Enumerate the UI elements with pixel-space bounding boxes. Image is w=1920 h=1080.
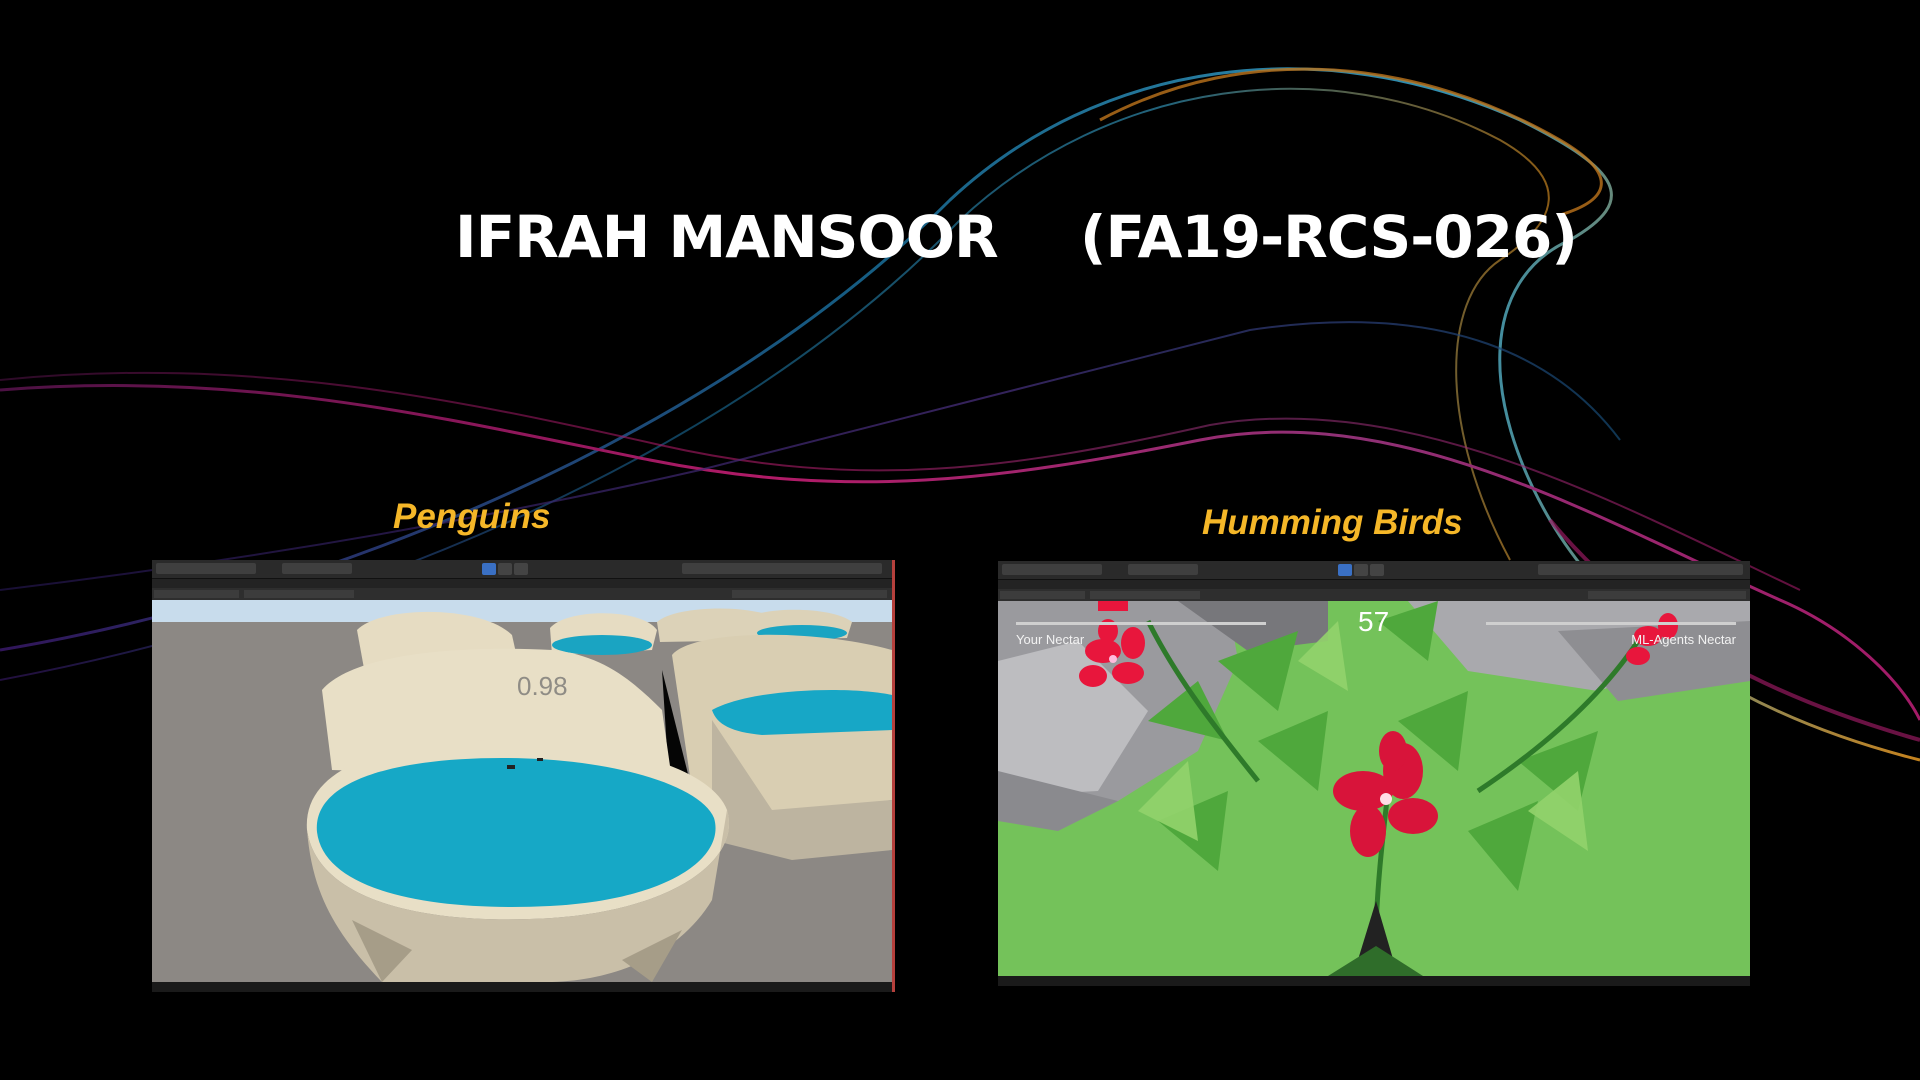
hummingbirds-caption: Humming Birds <box>1202 503 1463 542</box>
account-layers-layout <box>1538 564 1743 575</box>
registration-id: (FA19-RCS-026) <box>1080 203 1578 271</box>
game-tab-bar <box>998 580 1750 589</box>
status-bar <box>152 982 892 992</box>
penguins-game-view: 0.98 <box>152 600 892 982</box>
account-layers-layout <box>682 563 882 574</box>
step-button[interactable] <box>514 563 528 575</box>
pause-button[interactable] <box>498 563 512 575</box>
agent-nectar-bar <box>1486 622 1736 625</box>
tool-buttons <box>156 563 256 574</box>
editor-toolbar <box>998 561 1750 580</box>
player-nectar-bar <box>1016 622 1266 625</box>
presenter-name: IFRAH MANSOOR <box>455 203 999 271</box>
editor-toolbar <box>152 560 892 579</box>
status-bar <box>998 976 1750 986</box>
game-view-controls <box>998 589 1750 601</box>
tool-buttons <box>1002 564 1102 575</box>
agent-nectar-label: ML-Agents Nectar <box>1631 632 1736 647</box>
svg-text:0.98: 0.98 <box>517 671 568 701</box>
hummingbirds-screenshot: 57 Your Nectar ML-Agents Nectar <box>998 561 1750 986</box>
play-button[interactable] <box>1338 564 1352 576</box>
pause-button[interactable] <box>1354 564 1368 576</box>
pivot-buttons <box>1128 564 1198 575</box>
hummingbirds-game-view: 57 Your Nectar ML-Agents Nectar <box>998 601 1750 976</box>
penguins-screenshot: 0.98 <box>152 560 895 992</box>
score-counter: 57 <box>1358 606 1390 637</box>
pivot-buttons <box>282 563 352 574</box>
game-tab-bar <box>152 579 892 588</box>
game-view-controls <box>152 588 892 600</box>
step-button[interactable] <box>1370 564 1384 576</box>
player-nectar-label: Your Nectar <box>1016 632 1085 647</box>
penguins-caption: Penguins <box>393 497 551 536</box>
play-button[interactable] <box>482 563 496 575</box>
